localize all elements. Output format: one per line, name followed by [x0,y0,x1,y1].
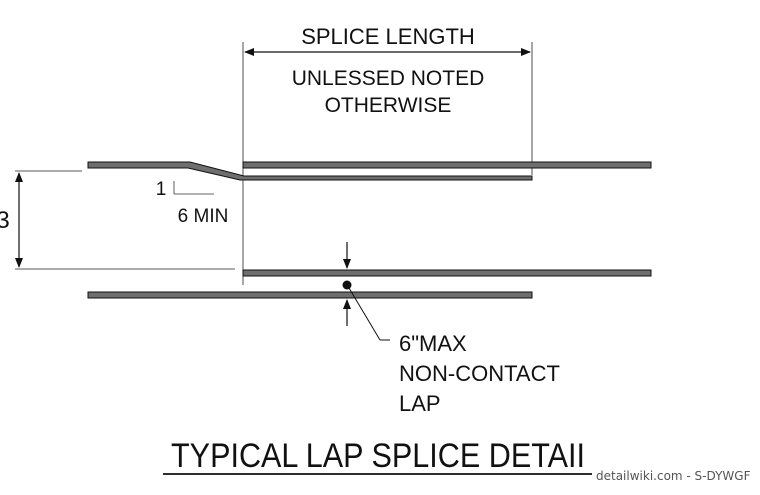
top-right-bar [242,161,652,169]
spacing-dot [342,280,352,290]
top-left-bar [87,161,533,181]
bottom-lower-bar [87,291,533,299]
slope-rise-label: 1 [156,179,167,200]
max-label-line3: LAP [399,391,441,416]
splice-length-label: SPLICE LENGTH [301,24,475,49]
slope-run-label: 6 MIN [178,206,229,227]
left-dimension-label: 3 [0,207,10,234]
bottom-upper-bar [242,269,652,277]
diagram-title: TYPICAL LAP SPLICE DETAII [171,437,585,475]
unless-noted-line2: OTHERWISE [325,94,452,117]
watermark-text: detailwiki.com - S-DYWGF [596,469,751,483]
max-label-line1: 6"MAX [399,331,467,356]
leader-line [348,287,381,341]
unless-noted-line1: UNLESSED NOTED [292,67,485,90]
max-label-line2: NON-CONTACT [399,361,560,386]
